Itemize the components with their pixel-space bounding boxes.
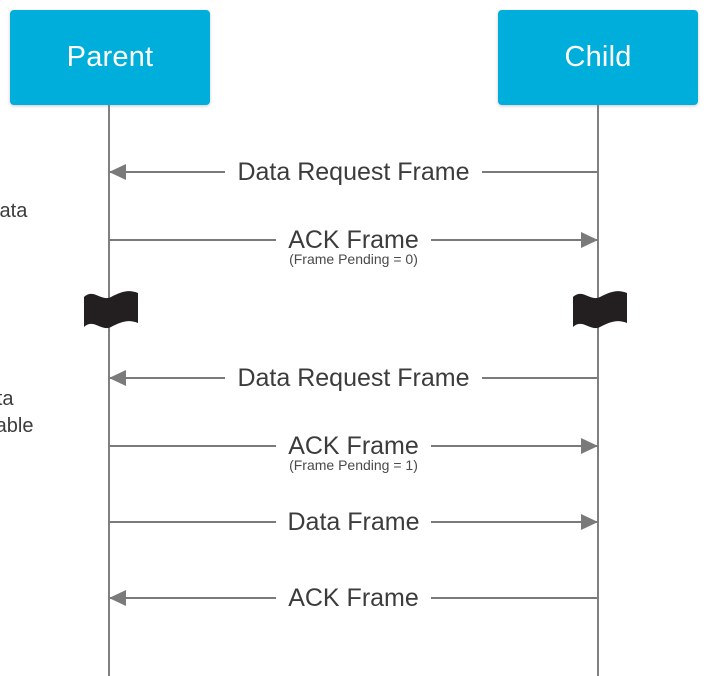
arrowhead-right-icon (581, 438, 598, 454)
lifeline-parent (108, 105, 110, 676)
arrowhead-right-icon (581, 514, 598, 530)
break-flag-icon-child (573, 291, 627, 331)
arrowhead-left-icon (109, 164, 126, 180)
arrowhead-left-icon (109, 590, 126, 606)
actor-label-parent: Parent (66, 41, 154, 73)
message-sublabel: (Frame Pending = 1) (289, 457, 418, 473)
message-line (109, 239, 598, 241)
arrowhead-left-icon (109, 370, 126, 386)
message-label-wrap: Data Frame (109, 509, 598, 548)
break-flag-icon-parent (84, 291, 138, 331)
message-label-wrap: Data Request Frame (109, 365, 598, 404)
actor-box-child[interactable]: Child (498, 10, 698, 105)
actor-label-child: Child (564, 41, 632, 73)
arrowhead-right-icon (581, 232, 598, 248)
message-label-wrap: ACK Frame (109, 585, 598, 624)
lifeline-child (597, 105, 599, 676)
message-sublabel: (Frame Pending = 0) (289, 251, 418, 267)
message-line (109, 171, 598, 173)
message-line (109, 445, 598, 447)
message-line (109, 597, 598, 599)
actor-box-parent[interactable]: Parent (10, 10, 210, 105)
message-line (109, 377, 598, 379)
message-label-wrap: Data Request Frame (109, 159, 598, 198)
message-line (109, 521, 598, 523)
